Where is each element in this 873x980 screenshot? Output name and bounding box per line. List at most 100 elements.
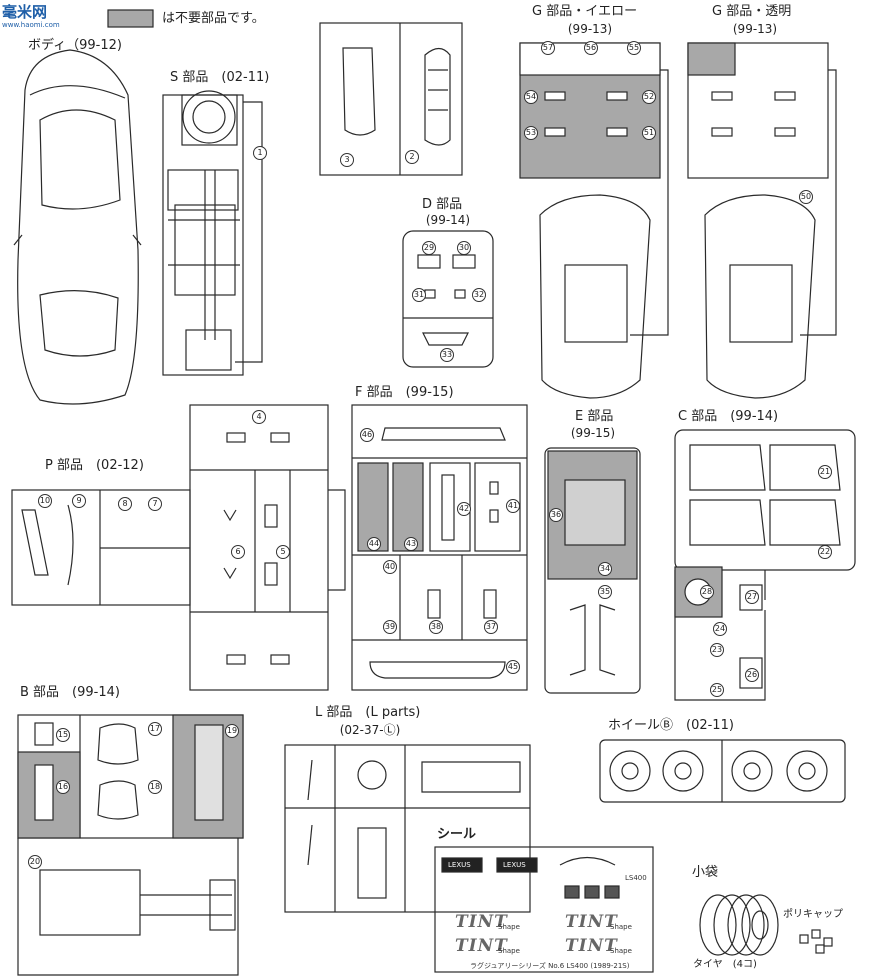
body-shell <box>13 49 142 405</box>
part-number: 40 <box>383 560 397 574</box>
part-number: 19 <box>225 724 239 738</box>
l-parts-code: (02-37-Ⓛ) <box>339 723 401 737</box>
watermark-url: www.haomi.com <box>2 21 60 29</box>
d-parts-sprue <box>402 230 494 368</box>
decal-tint-2: TINT <box>565 912 618 932</box>
part-number: 17 <box>148 722 162 736</box>
decal-lexus-1: LEXUS <box>448 861 471 869</box>
part-number: 7 <box>148 497 162 511</box>
part-number: 45 <box>506 660 520 674</box>
decal-model: LS400 <box>625 874 647 882</box>
part-number: 21 <box>818 465 832 479</box>
g-clear-label: G 部品・透明 <box>712 4 792 19</box>
g-clear-sprue <box>687 42 837 399</box>
g-clear-code: (99-13) <box>732 22 778 36</box>
polycap-label: ポリキャップ <box>783 909 843 920</box>
part-number: 43 <box>404 537 418 551</box>
e-parts-code: (99-15) <box>570 426 616 440</box>
body-label: ボディ（99-12) <box>28 38 122 53</box>
e-parts-label: E 部品 <box>575 409 614 424</box>
decal-shape-1: Shape <box>498 923 520 931</box>
part-number: 38 <box>429 620 443 634</box>
part-number: 51 <box>642 126 656 140</box>
part-number: 35 <box>598 585 612 599</box>
part-number: 22 <box>818 545 832 559</box>
decal-tint-4: TINT <box>565 936 618 956</box>
part-number: 16 <box>56 780 70 794</box>
decal-shape-2: Shape <box>610 923 632 931</box>
s-parts-label: S 部品 (02-11) <box>170 70 270 85</box>
legend-text: は不要部品です。 <box>162 11 265 26</box>
part-number: 50 <box>799 190 813 204</box>
part-number: 18 <box>148 780 162 794</box>
decal-shape-4: Shape <box>610 947 632 955</box>
part-number: 37 <box>484 620 498 634</box>
part-number: 33 <box>440 348 454 362</box>
l-parts-label: L 部品 (L parts) <box>315 705 421 720</box>
tire-set <box>699 894 833 956</box>
c-parts-sprue <box>674 429 856 701</box>
part-number: 31 <box>412 288 426 302</box>
part-number: 20 <box>28 855 42 869</box>
b-parts-label: B 部品 (99-14) <box>20 685 120 700</box>
s-parts-sprue <box>162 90 263 376</box>
wheel-sprue <box>599 739 846 803</box>
top-small-sprue <box>319 22 463 176</box>
decal-tint-1: TINT <box>455 912 508 932</box>
part-number: 5 <box>276 545 290 559</box>
e-parts-sprue <box>544 447 641 694</box>
g-yellow-code: (99-13) <box>567 22 613 36</box>
part-number: 57 <box>541 41 555 55</box>
part-number: 6 <box>231 545 245 559</box>
watermark-logo: 毫米网 <box>2 3 48 21</box>
bag-label: 小袋 <box>692 865 719 880</box>
unneeded-swatch <box>107 9 154 28</box>
part-number: 27 <box>745 590 759 604</box>
part-number: 54 <box>524 90 538 104</box>
part-number: 25 <box>710 683 724 697</box>
part-number: 23 <box>710 643 724 657</box>
decal-sheet <box>434 846 654 973</box>
part-number: 53 <box>524 126 538 140</box>
part-number: 52 <box>642 90 656 104</box>
part-number: 3 <box>340 153 354 167</box>
part-number: 29 <box>422 241 436 255</box>
part-number: 46 <box>360 428 374 442</box>
part-number: 56 <box>584 41 598 55</box>
part-number: 44 <box>367 537 381 551</box>
part-number: 30 <box>457 241 471 255</box>
part-number: 15 <box>56 728 70 742</box>
part-number: 8 <box>118 497 132 511</box>
f-parts-sprue <box>351 404 528 691</box>
g-yellow-label: G 部品・イエロー <box>532 4 638 19</box>
decal-footer: ラグジュアリーシリーズ No.6 LS400 (1989-21S) <box>470 962 630 970</box>
part-number: 26 <box>745 668 759 682</box>
p-parts-sprue <box>11 404 346 691</box>
part-number: 2 <box>405 150 419 164</box>
decal-shape-3: Shape <box>498 947 520 955</box>
part-number: 32 <box>472 288 486 302</box>
part-number: 34 <box>598 562 612 576</box>
tire-label: タイヤ (4コ) <box>693 959 757 970</box>
part-number: 55 <box>627 41 641 55</box>
part-number: 39 <box>383 620 397 634</box>
part-number: 41 <box>506 499 520 513</box>
part-number: 9 <box>72 494 86 508</box>
part-number: 24 <box>713 622 727 636</box>
f-parts-label: F 部品 (99-15) <box>355 385 454 400</box>
part-number: 4 <box>252 410 266 424</box>
d-parts-label: D 部品 <box>422 197 463 212</box>
part-number: 10 <box>38 494 52 508</box>
part-number: 1 <box>253 146 267 160</box>
part-number: 36 <box>549 508 563 522</box>
d-parts-code: (99-14) <box>425 213 471 227</box>
l-parts-sprue <box>284 744 531 913</box>
decal-tint-3: TINT <box>455 936 508 956</box>
decal-lexus-2: LEXUS <box>503 861 526 869</box>
seal-label: シール <box>437 827 477 842</box>
wheel-label: ホイールⒷ (02-11) <box>608 718 734 733</box>
p-parts-label: P 部品 (02-12) <box>45 458 144 473</box>
part-number: 28 <box>700 585 714 599</box>
b-parts-sprue <box>17 714 244 976</box>
